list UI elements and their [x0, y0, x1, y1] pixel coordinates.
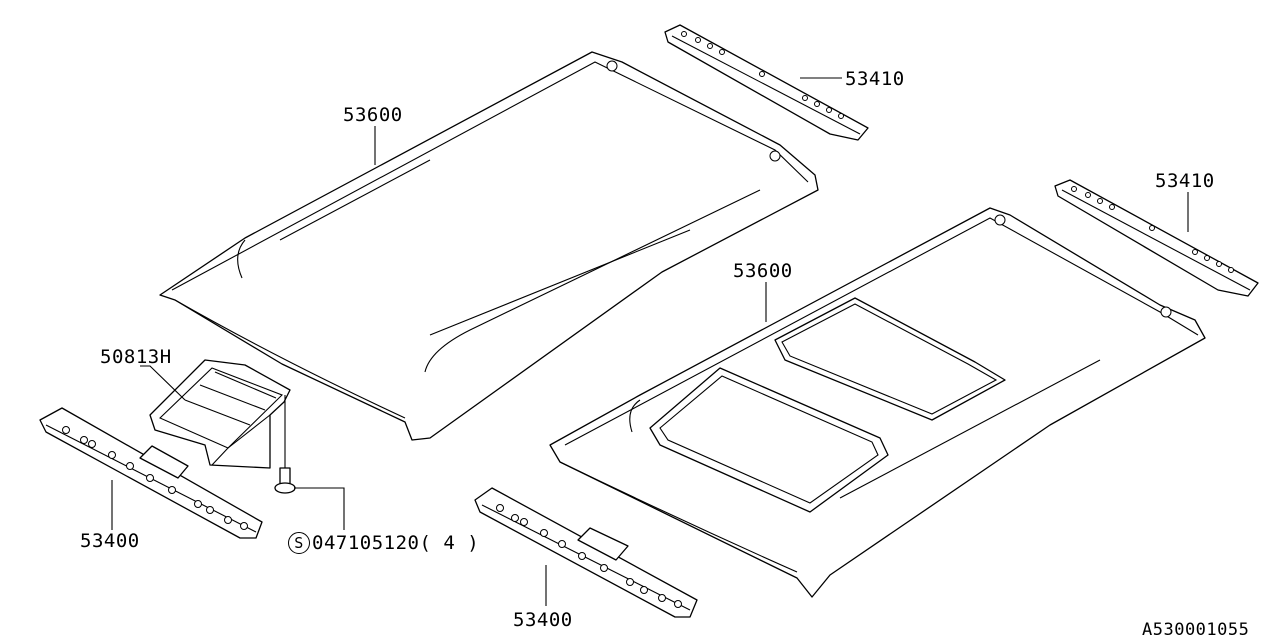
label-50813h: 50813H	[100, 346, 172, 368]
roof-panel-53600-top[interactable]	[159, 51, 819, 441]
leader-lines	[111, 77, 1189, 606]
roof-rail-53400-bottom[interactable]	[474, 487, 698, 618]
roof-panel-53600-sunroof[interactable]	[549, 207, 1206, 598]
standard-part-symbol: S	[288, 532, 310, 554]
roof-rail-53410-right[interactable]	[1054, 179, 1259, 297]
label-53600-sunroof: 53600	[733, 260, 793, 282]
roof-rail-53410-top[interactable]	[664, 24, 869, 141]
bolt-047105120[interactable]	[274, 467, 296, 494]
label-53410-top: 53410	[845, 68, 905, 90]
diagram-code: A530001055	[1142, 620, 1250, 640]
label-53400-left: 53400	[80, 530, 140, 552]
label-53410-right: 53410	[1155, 170, 1215, 192]
label-53400-bottom: 53400	[513, 609, 573, 631]
roof-rail-53400-left[interactable]	[39, 407, 263, 539]
label-53600-top: 53600	[343, 104, 403, 126]
bolt-part-number: 047105120	[312, 532, 420, 554]
bracket-50813h[interactable]	[149, 359, 291, 469]
bolt-quantity: ( 4 )	[419, 532, 480, 554]
